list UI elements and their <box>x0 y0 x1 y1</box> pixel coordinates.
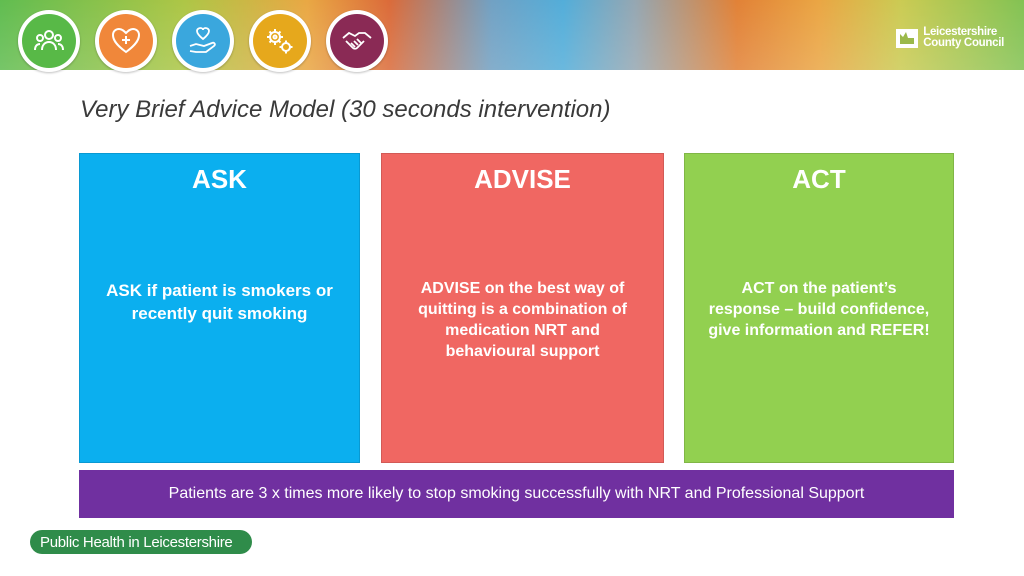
logo-line1: Leicestershire <box>923 26 998 38</box>
card-body: ASK if patient is smokers or recently qu… <box>106 281 333 323</box>
footer-label: Public Health in Leicestershire <box>30 530 252 554</box>
people-icon <box>34 30 64 51</box>
card-body: ACT on the patient’s response – build co… <box>708 280 930 339</box>
card-ask: ASK ASK if patient is smokers or recentl… <box>79 153 360 463</box>
logo-line2: County Council <box>923 37 1004 49</box>
handshake-icon-badge <box>326 10 388 72</box>
card-body: ADVISE on the best way of quitting is a … <box>418 280 627 360</box>
gears-icon <box>267 29 293 54</box>
card-heading: ADVISE <box>474 164 571 194</box>
fox-logo-icon <box>896 29 919 48</box>
banner-text: Patients are 3 x times more likely to st… <box>168 485 865 502</box>
gears-icon-badge <box>249 10 311 72</box>
card-heading: ACT <box>792 164 846 194</box>
hand-heart-icon <box>189 27 216 53</box>
summary-banner: Patients are 3 x times more likely to st… <box>79 470 954 518</box>
people-icon-badge <box>18 10 80 72</box>
card-advise: ADVISE ADVISE on the best way of quittin… <box>381 153 664 463</box>
handshake-icon <box>342 31 372 50</box>
card-heading: ASK <box>192 164 247 194</box>
footer-text: Public Health in Leicestershire <box>40 533 233 551</box>
header-band <box>0 0 1024 70</box>
page-title: Very Brief Advice Model (30 seconds inte… <box>80 96 611 123</box>
hand-heart-icon-badge <box>172 10 234 72</box>
heart-icon-badge <box>95 10 157 72</box>
council-logo: Leicestershire County Council <box>895 26 1004 50</box>
card-act: ACT ACT on the patient’s response – buil… <box>684 153 954 463</box>
heart-icon <box>111 27 141 54</box>
